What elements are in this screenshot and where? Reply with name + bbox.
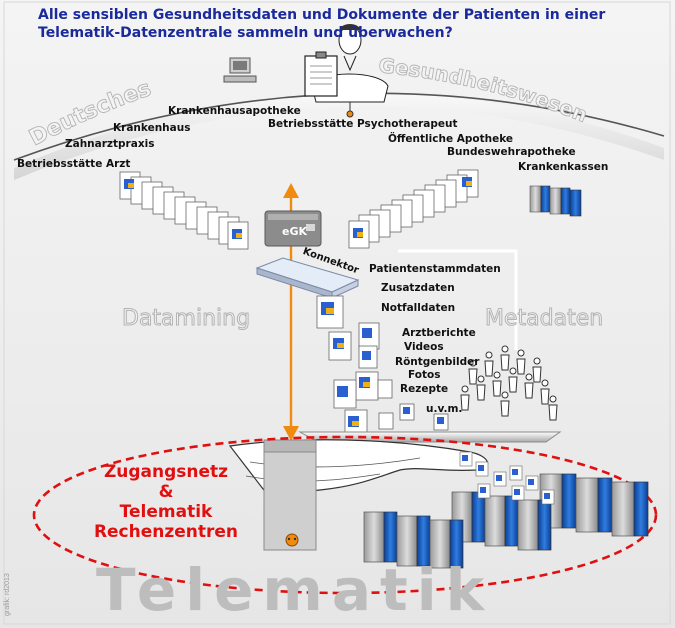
label-krankenhausapotheke: Krankenhausapotheke <box>168 105 301 117</box>
scattered-document-icons <box>321 302 444 427</box>
label-zahnarztpraxis: Zahnarztpraxis <box>65 138 155 150</box>
network-line-ampersand: & <box>158 482 174 502</box>
data-type-fotos: Fotos <box>408 369 441 381</box>
arc-band <box>14 92 664 180</box>
hand-illustration <box>228 439 488 551</box>
egk-card <box>264 210 322 247</box>
label-datamining: Datamining <box>121 306 251 332</box>
document-icons <box>124 177 472 239</box>
data-type-uvm: u.v.m. <box>426 403 463 415</box>
network-ellipse <box>32 435 658 595</box>
data-type-zusatzdaten: Zusatzdaten <box>381 282 455 294</box>
label-betriebsstaette-psychotherapeut: Betriebsstätte Psychotherapeut <box>268 118 458 130</box>
network-line-zugangsnetz: Zugangsnetz <box>103 462 229 482</box>
network-line-rechenzentren: Rechenzentren <box>93 522 239 542</box>
data-type-roentgenbilder: Röntgenbilder <box>395 356 480 368</box>
data-type-videos: Videos <box>404 341 444 353</box>
cufflink <box>285 533 299 547</box>
arc-text-gesundheitswesen: Gesundheitswesen <box>378 53 591 127</box>
diagram-title: Alle sensiblen Gesundheitsdaten und Doku… <box>38 7 606 41</box>
label-krankenhaus: Krankenhaus <box>113 122 191 134</box>
data-type-rezepte: Rezepte <box>400 383 449 395</box>
data-center-servers <box>363 473 649 569</box>
observer-man-illustration <box>304 24 389 118</box>
data-type-arztberichte: Arztberichte <box>402 327 476 339</box>
data-type-notfalldaten: Notfalldaten <box>381 302 456 314</box>
network-line-telematik: Telematik <box>119 502 213 522</box>
label-krankenkassen: Krankenkassen <box>518 161 609 173</box>
people-crowd <box>460 345 558 421</box>
data-type-patientenstammdaten: Patientenstammdaten <box>369 263 501 275</box>
label-bundeswehrapotheke: Bundeswehrapotheke <box>447 146 576 158</box>
label-metadaten: Metadaten <box>484 306 604 332</box>
label-oeffentliche-apotheke: Öffentliche Apotheke <box>388 133 514 145</box>
credit-text: grafik: rd2013 <box>4 573 11 616</box>
label-egk: eGK <box>282 225 308 238</box>
konnektor-device <box>255 257 360 299</box>
metadata-line <box>398 249 518 350</box>
network-label: Zugangsnetz & Telematik Rechenzentren <box>66 462 266 542</box>
label-betriebsstaette-arzt: Betriebsstätte Arzt <box>17 158 131 170</box>
server-document-icons <box>462 455 550 499</box>
bottom-word-telematik: Telematik <box>96 556 494 624</box>
document-stack-right <box>348 169 479 249</box>
computer-monitor-icon <box>223 57 257 83</box>
document-stack-left <box>119 171 249 250</box>
server-krankenkassen <box>529 185 582 217</box>
